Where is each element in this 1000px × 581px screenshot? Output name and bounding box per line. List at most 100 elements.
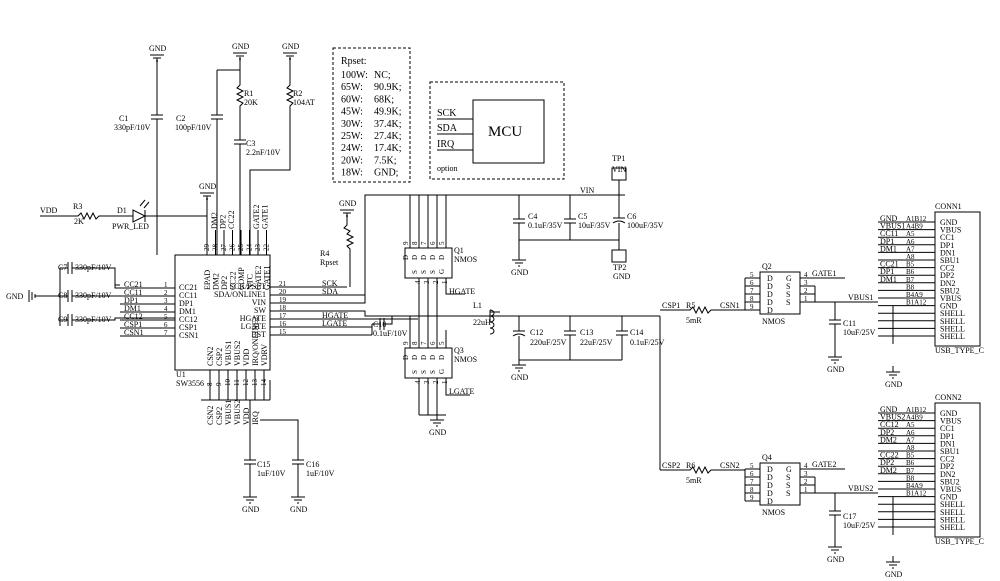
mosfet-gate-wire [814,468,845,493]
svg-text:NMOS: NMOS [454,355,477,364]
u1-top-pin-name: NTC [246,274,255,290]
gnd-label: GND [827,365,845,374]
svg-text:R5: R5 [686,301,695,310]
mosfet-ref: Q2 [762,262,772,271]
connector-pin-name: VBUS [940,294,961,303]
u1-bottom-pin-name: VBUS2 [233,341,242,366]
u1-right-pin-name: LGATE [241,322,266,331]
u1-bottom-pin-number: 11 [233,379,241,386]
mos-pin-letter: S [420,370,428,374]
connector-pin-name: CC2 [940,264,955,273]
connector-pin-name: SBU2 [940,477,960,486]
mos-pin-letter: D [402,255,410,260]
connector-net: DP1 [880,267,894,276]
mos-pin-letter: S [429,370,437,374]
connector-pin-number: B5 [906,452,915,460]
connector-pin-name: SHELL [940,332,965,341]
mosfet-pin-letter: D [767,290,773,299]
u1-right-pin-number: 16 [279,320,287,328]
svg-text:10uF/35V: 10uF/35V [578,221,611,230]
u1-bottom-pin-number: 13 [251,379,259,387]
mcu-sck-label: SCK [437,108,457,119]
mosfet-gate-wire [814,277,845,302]
u1-left-pin-name: CC11 [179,291,197,300]
c1-capacitor: C1 330pF/10V [114,58,163,255]
connector-net: CC11 [880,229,898,238]
svg-text:2K: 2K [74,217,84,226]
mos-pin-letter: S [429,270,437,274]
u1-bottom-pin-name: IRQ/ONLINE2 [251,316,260,366]
mosfet-pin-letter: S [786,481,790,490]
u1-right-pin-number: 18 [279,304,287,312]
connector-net: DP1 [880,237,894,246]
connector-pin-name: SHELL [940,309,965,318]
u1-top-net: GATE1 [261,205,270,229]
svg-text:Q3: Q3 [454,346,464,355]
connector-pin-number: B6 [906,268,915,276]
connector-pin-number: A5 [906,421,915,429]
mos-pin-letter: D [411,255,419,260]
u1-top-net: CC22 [227,210,236,229]
connector-pin-name: VBUS [940,226,961,235]
connector-net: CC21 [880,260,899,269]
gnd-label: GND [511,268,529,277]
rpset-value: 27.4K; [374,131,402,142]
mos-pin-number: 6 [429,341,437,345]
gnd-symbol [886,556,900,569]
rpset-value: 17.4K; [374,143,402,154]
mosfet-ref: Q4 [762,453,772,462]
mosfet-pin-number: 5 [750,271,754,279]
u1-part: SW3556 [176,379,204,388]
mcu-pin-lines [437,118,473,151]
connector-net: CC22 [880,451,899,460]
svg-text:C5: C5 [578,212,587,221]
rpset-value: 7.5K; [374,155,397,166]
mcu-chip [472,99,545,164]
gnd-label: GND [511,373,529,382]
connector-pin-number: B4A9 [906,482,923,490]
rpset-value: GND; [374,168,399,179]
connector-pin-number: A1B12 [906,215,927,223]
u1-bottom-pin-number: 10 [224,379,232,387]
connector-net: DM1 [880,244,897,253]
connector-pin-name: VBUS [940,417,961,426]
svg-text:VBUS1: VBUS1 [848,293,873,302]
mosfet-pin-letter: D [767,282,773,291]
svg-text:0.1uF/10V: 0.1uF/10V [373,329,408,338]
mosfet-pin-letter: S [786,489,790,498]
u1-left-pin-number: 6 [164,321,168,329]
mosfet-pin-number: 3 [804,279,808,287]
connector-pin-name: GND [940,493,958,502]
mosfet-pin-number: 4 [804,462,808,470]
mos-pin-letter: S [411,270,419,274]
u1-left-pin-number: 4 [164,305,168,313]
u1-left-net: CC11 [124,288,142,297]
svg-text:22uH: 22uH [473,318,491,327]
connector-pin-name: GND [940,302,958,311]
svg-text:HGATE: HGATE [449,287,475,296]
u1-left-pin-number: 2 [164,289,168,297]
connector-pin-number: B7 [906,467,915,475]
mcu-option-label: option [437,164,457,173]
connector-pin-number: B5 [906,261,915,269]
connector-pin-name: SBU1 [940,256,960,265]
mosfet-pin-number: 3 [804,470,808,478]
mosfet-pin-number: 2 [804,478,808,486]
u1-left-pin-name: DM1 [179,307,196,316]
mosfet-pin-number: 9 [750,303,754,311]
rpset-power: 60W: [341,94,363,105]
c3-capacitor: C3 2.2nF/10V [234,130,281,255]
svg-text:NMOS: NMOS [454,255,477,264]
svg-text:0.1uF/35V: 0.1uF/35V [528,221,563,230]
u1-bottom-pin-name: VBUS1 [224,341,233,366]
svg-text:C14: C14 [630,328,643,337]
svg-text:5mR: 5mR [686,476,702,485]
svg-text:C10: C10 [373,320,386,329]
svg-text:C12: C12 [530,328,543,337]
connector-pin-number: A7 [906,245,915,253]
connector-pin-name: DP1 [940,432,954,441]
